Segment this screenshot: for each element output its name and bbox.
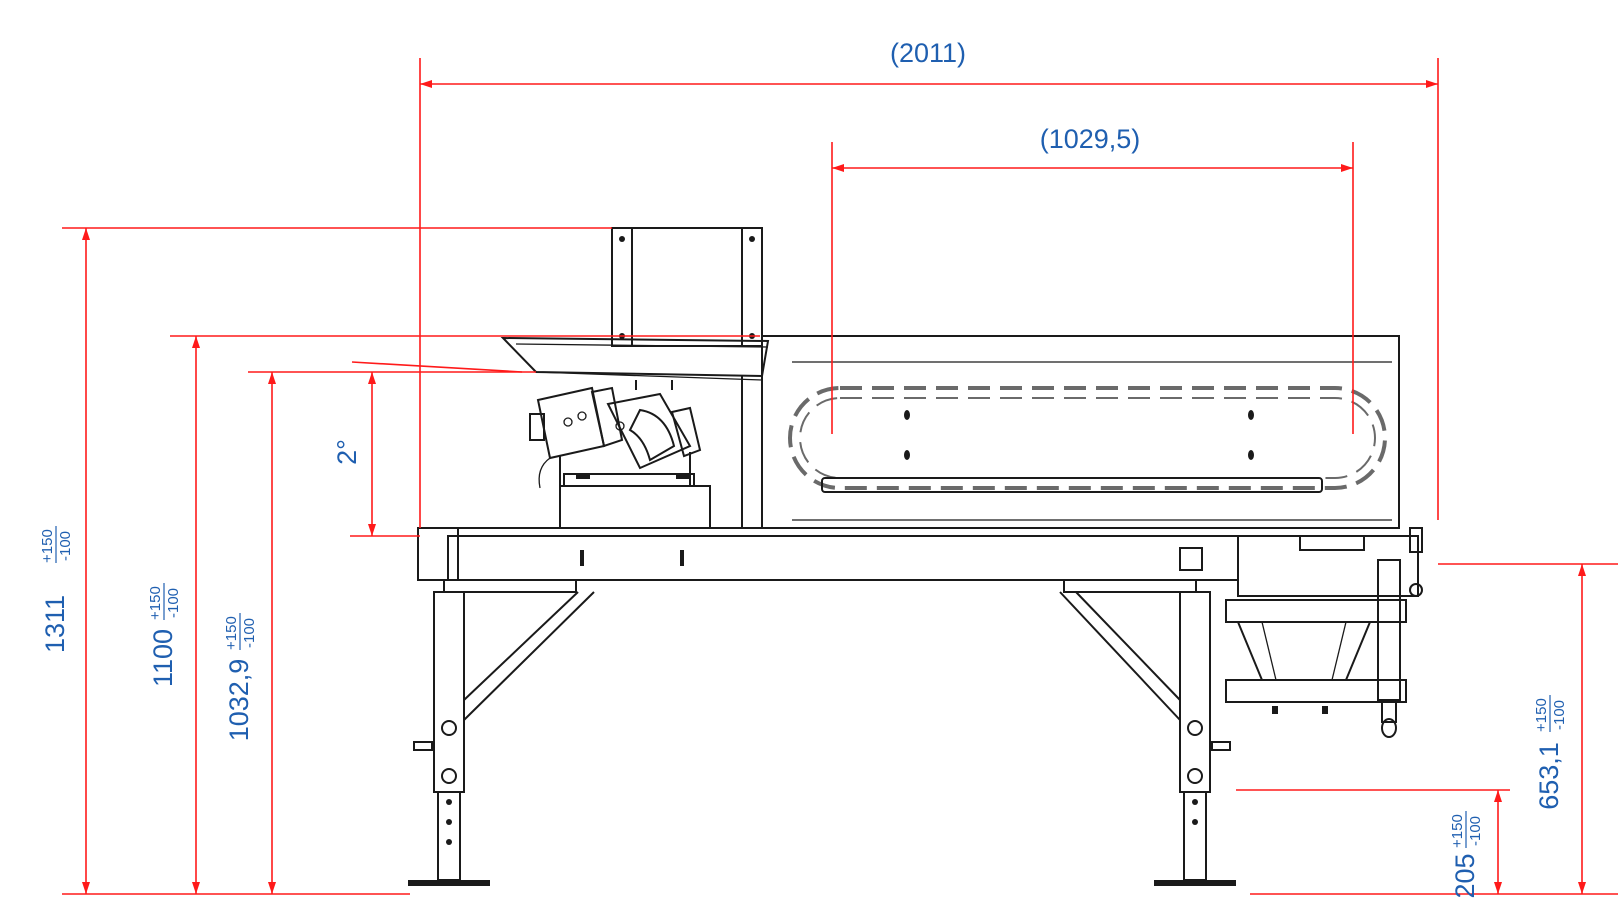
foot-height-tol-plus: +150 bbox=[1449, 814, 1466, 848]
left-leg bbox=[408, 579, 595, 886]
outlet-height-tol-minus: -100 bbox=[1551, 700, 1568, 730]
total-height-tol-minus: -100 bbox=[57, 531, 74, 561]
hopper bbox=[611, 227, 763, 347]
total-height-label: 1311 +150 -100 bbox=[39, 526, 74, 653]
base-frame bbox=[417, 527, 1419, 597]
outlet-height-tol-plus: +150 bbox=[1533, 698, 1550, 732]
hopper-height-tol-plus: +150 bbox=[147, 586, 164, 620]
discharge-unit bbox=[1225, 527, 1423, 738]
hopper-height-tol-minus: -100 bbox=[165, 588, 182, 618]
right-leg bbox=[1059, 579, 1236, 886]
dimension-lines bbox=[62, 58, 1618, 895]
foot-height-value: 205 bbox=[1450, 853, 1480, 898]
angle-label: 2° bbox=[332, 439, 362, 465]
total-height-tol-plus: +150 bbox=[39, 529, 56, 563]
feeder-drive bbox=[529, 386, 711, 529]
machine-drawing bbox=[408, 227, 1423, 886]
belt-height-label: 1032,9 +150 -100 bbox=[223, 613, 258, 741]
outlet-height-label: 653,1 +150 -100 bbox=[1533, 695, 1568, 810]
belt-height-tol-plus: +150 bbox=[223, 616, 240, 650]
belt-length-label: (1029,5) bbox=[1040, 124, 1141, 154]
belt-height-tol-minus: -100 bbox=[241, 618, 258, 648]
total-height-value: 1311 bbox=[40, 595, 70, 653]
foot-height-label: 205 +150 -100 bbox=[1449, 811, 1484, 899]
hopper-height-label: 1100 +150 -100 bbox=[147, 583, 182, 687]
conveyor-housing bbox=[761, 335, 1400, 529]
overall-length-label: (2011) bbox=[890, 38, 966, 68]
outlet-height-value: 653,1 bbox=[1534, 742, 1564, 810]
foot-height-tol-minus: -100 bbox=[1467, 816, 1484, 846]
dimension-labels: (2011) (1029,5) 2° 1311 +150 -100 1100 +… bbox=[39, 38, 1568, 899]
belt-height-value: 1032,9 bbox=[224, 659, 254, 742]
hopper-height-value: 1100 bbox=[148, 629, 178, 687]
